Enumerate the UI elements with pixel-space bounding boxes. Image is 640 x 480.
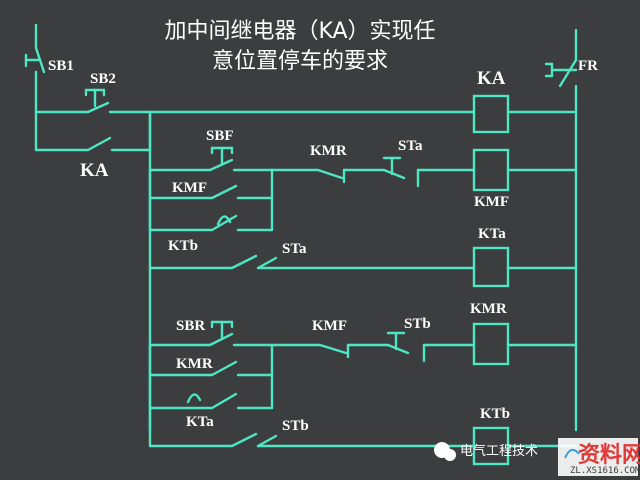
stb-no-label: STb (282, 418, 309, 434)
stb-nc-limit (386, 331, 476, 363)
watermark: 电气工程技术 资料网 ZL.XS1616.COM (434, 438, 640, 476)
sb1-stop-button (24, 23, 46, 114)
sb2-start-button (34, 88, 152, 114)
sbf-label: SBF (206, 128, 234, 144)
kmr-coil-label: KMR (470, 301, 507, 317)
sbf-start-button (148, 146, 274, 172)
ka-coil-label: KA (477, 68, 506, 89)
logo-swoosh-icon (564, 448, 580, 459)
kmf-seal-contact (148, 168, 274, 200)
kmr-seal-contact (148, 343, 274, 377)
kmf-nc-label: KMF (312, 318, 347, 334)
kta-contact-label: KTa (186, 414, 214, 430)
ka-contact-label: KA (80, 160, 109, 181)
kmr-coil (472, 322, 510, 366)
fr-overload-contact (544, 28, 578, 432)
kmr-contact-label: KMR (176, 356, 213, 372)
ktb-time-contact (148, 168, 274, 232)
kta-time-contact (148, 343, 274, 410)
sb1-label: SB1 (48, 58, 74, 74)
diagram-title-line1: 加中间继电器（KA）实现任 (164, 19, 435, 44)
sb2-label: SB2 (90, 71, 116, 87)
kmr-nc-interlock (270, 168, 386, 184)
watermark-text: 电气工程技术 (460, 443, 538, 459)
ka-seal-contact (34, 110, 152, 152)
sta-no-limit (148, 254, 476, 270)
sta-nc-limit (382, 156, 476, 188)
kta-coil-label: KTa (478, 226, 506, 242)
kmf-coil (472, 148, 510, 192)
sbr-label: SBR (176, 318, 205, 334)
ktb-coil-label: KTb (480, 406, 510, 422)
kta-coil (472, 246, 510, 288)
watermark-logo: 资料网 (578, 443, 640, 468)
ktb-contact-label: KTb (168, 238, 198, 254)
sbr-start-button (148, 320, 274, 347)
kmf-nc-interlock (270, 343, 390, 359)
sta-nc-label: STa (398, 138, 423, 154)
kmf-coil-label: KMF (474, 194, 509, 210)
watermark-logo-bg (558, 438, 638, 476)
fr-label: FR (578, 58, 598, 74)
diagram-title-line2: 意位置停车的要求 (212, 49, 388, 74)
watermark-site: ZL.XS1616.COM (570, 466, 640, 476)
kmr-nc-label: KMR (310, 143, 347, 159)
kmf-contact-label: KMF (172, 180, 207, 196)
ka-coil (472, 94, 510, 134)
stb-nc-label: STb (404, 316, 431, 332)
sta-no-label: STa (282, 241, 307, 257)
